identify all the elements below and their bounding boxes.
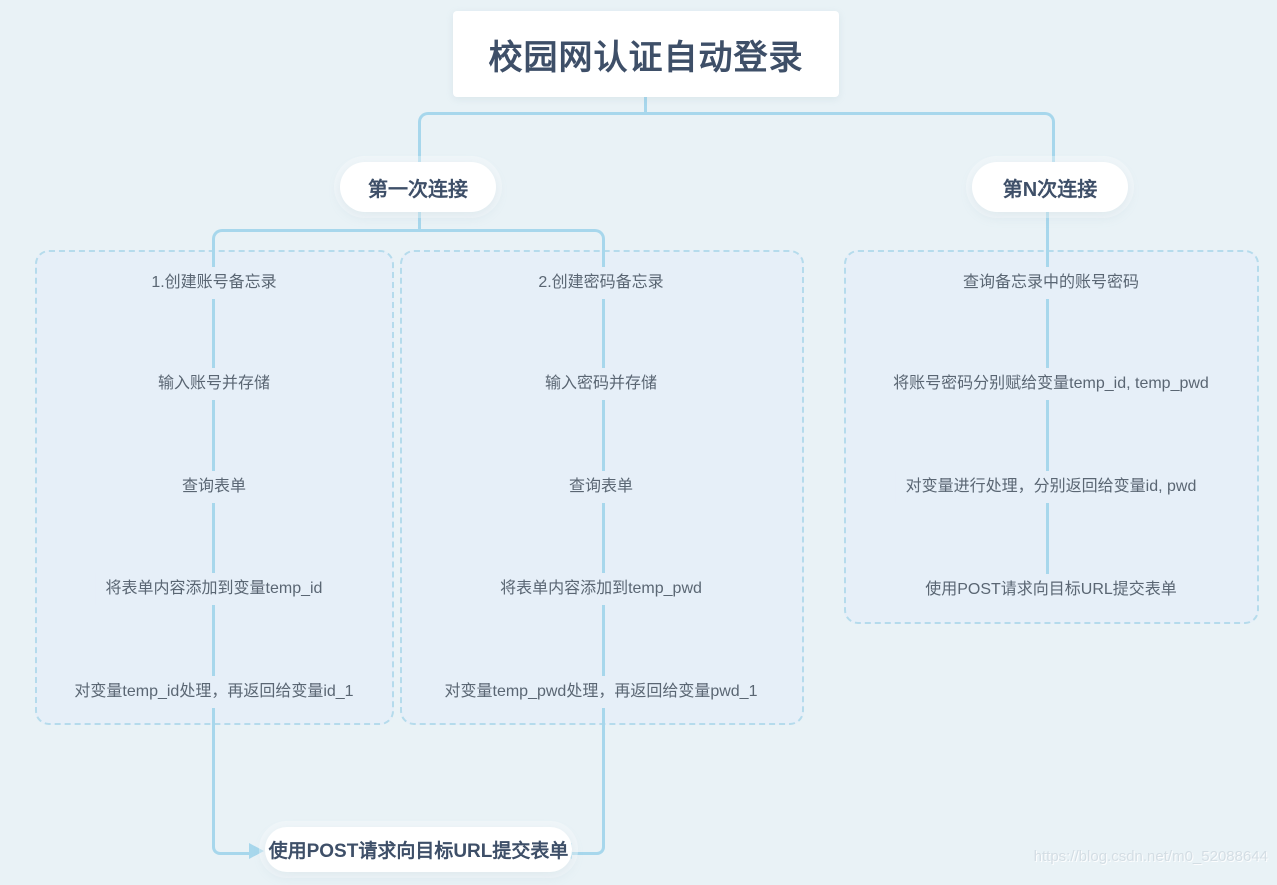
flow-step-input-password: 输入密码并存储 <box>534 368 668 400</box>
flow-step-append-temp-pwd: 将表单内容添加到temp_pwd <box>490 573 712 605</box>
flow-step-assign-temp-vars: 将账号密码分别赋给变量temp_id, temp_pwd <box>883 368 1219 400</box>
flow-step-append-temp-id: 将表单内容添加到变量temp_id <box>95 573 333 605</box>
flow-step-process-temp-pwd: 对变量temp_pwd处理，再返回给变量pwd_1 <box>434 676 768 708</box>
csdn-watermark: https://blog.csdn.net/m0_52088644 <box>1033 848 1268 865</box>
connector-title-stem <box>644 97 647 114</box>
flow-step-create-password-memo: 2.创建密码备忘录 <box>528 267 674 299</box>
flow-step-input-account: 输入账号并存储 <box>147 368 281 400</box>
flow-step-query-form-password: 查询表单 <box>558 471 644 503</box>
flow-step-query-memo-credentials: 查询备忘录中的账号密码 <box>952 267 1150 299</box>
group-box-nth-connection <box>844 250 1259 624</box>
branch-node-first-connection: 第一次连接 <box>340 162 496 212</box>
flow-step-process-temp-id: 对变量temp_id处理，再返回给变量id_1 <box>64 676 364 708</box>
connector-branch-bracket <box>212 229 605 248</box>
flow-step-process-vars: 对变量进行处理，分别返回给变量id, pwd <box>895 471 1207 503</box>
flow-step-post-submit-nth: 使用POST请求向目标URL提交表单 <box>915 574 1187 606</box>
connector-password-column-line <box>560 240 605 855</box>
flow-step-query-form-account: 查询表单 <box>171 471 257 503</box>
connector-top-bracket <box>418 112 1055 171</box>
connector-account-column-line <box>212 240 257 855</box>
flow-step-create-account-memo: 1.创建账号备忘录 <box>141 267 287 299</box>
arrow-right-icon <box>249 843 264 859</box>
branch-node-nth-connection: 第N次连接 <box>972 162 1128 212</box>
final-node-post-submit: 使用POST请求向目标URL提交表单 <box>265 827 572 872</box>
diagram-title: 校园网认证自动登录 <box>453 11 839 97</box>
